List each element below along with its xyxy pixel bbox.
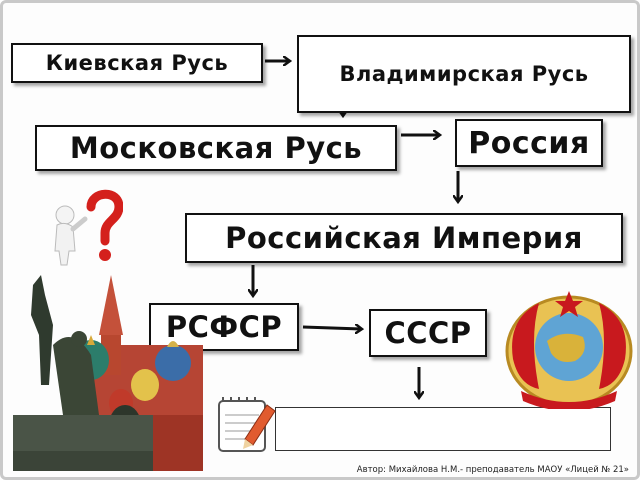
node-russian-empire: Российская Империя <box>185 213 623 263</box>
node-muscovite-rus: Московская Русь <box>35 125 397 171</box>
node-label: РСФСР <box>165 310 283 344</box>
node-label: Московская Русь <box>69 131 363 165</box>
node-label: Киевская Русь <box>45 51 229 75</box>
node-label: СССР <box>384 316 472 350</box>
node-vladimir-rus: Владимирская Русь <box>297 35 631 113</box>
node-label: Российская Империя <box>225 221 583 255</box>
monument-cathedral-image <box>13 275 203 471</box>
node-russia: Россия <box>455 119 603 167</box>
arrow-rsfsr-ussr <box>302 327 361 329</box>
ussr-emblem-icon <box>505 291 633 409</box>
node-label: Россия <box>468 125 590 161</box>
node-kievan-rus: Киевская Русь <box>11 43 263 83</box>
node-label: Владимирская Русь <box>339 62 589 86</box>
author-footer: Автор: Михайлова Н.М.- преподаватель МАО… <box>356 465 629 475</box>
node-rsfsr: РСФСР <box>149 303 299 351</box>
question-figure-icon <box>54 189 123 266</box>
node-ussr: СССР <box>369 309 487 357</box>
answer-blank-box[interactable] <box>275 407 611 451</box>
notepad-pencil-icon <box>218 397 276 452</box>
